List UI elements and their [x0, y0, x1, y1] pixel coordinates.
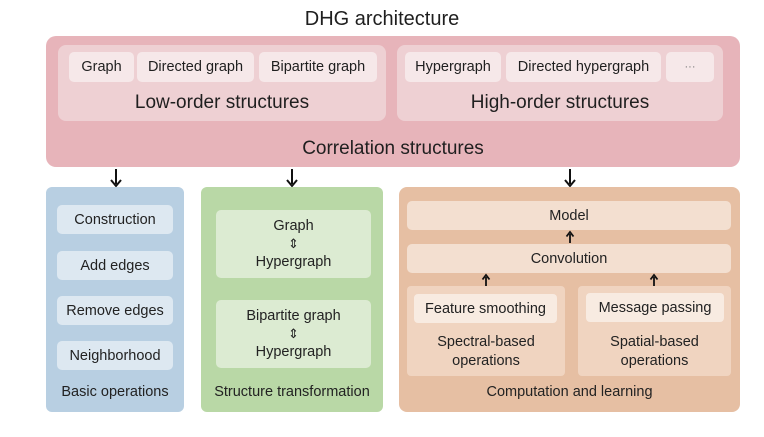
convolution-box: Convolution [407, 244, 731, 273]
diagram-title: DHG architecture [304, 8, 460, 30]
correlation-structures-label: Correlation structures [302, 138, 484, 159]
arrow-up-icon [649, 273, 659, 286]
transform-bottom: Hypergraph [255, 344, 332, 360]
label-line: Spatial-based [610, 334, 699, 350]
bidirectional-arrow-icon: ⇕ [288, 236, 299, 251]
chip-directed-hypergraph: Directed hypergraph [506, 52, 661, 82]
transform-bottom: Hypergraph [255, 254, 332, 270]
label-line: operations [452, 353, 520, 369]
arrow-up-icon [565, 230, 575, 243]
bidirectional-arrow-icon: ⇕ [288, 326, 299, 341]
label-line: Spectral-based [437, 334, 535, 350]
spectral-based-label: Spectral-based operations [407, 333, 565, 371]
feature-smoothing-chip: Feature smoothing [414, 294, 557, 323]
item-add-edges: Add edges [57, 251, 173, 280]
low-order-label: Low-order structures [134, 92, 310, 113]
transform-top: Graph [273, 218, 314, 234]
high-order-label: High-order structures [470, 92, 650, 113]
transform-top: Bipartite graph [246, 308, 341, 324]
arrow-up-icon [481, 273, 491, 286]
chip-directed-graph: Directed graph [137, 52, 254, 82]
chip-more-ellipsis: ··· [666, 52, 714, 82]
structure-transformation-label: Structure transformation [214, 384, 370, 400]
transform-graph-hypergraph: Graph ⇕ Hypergraph [216, 210, 371, 278]
transform-bipartite-hypergraph: Bipartite graph ⇕ Hypergraph [216, 300, 371, 368]
chip-graph: Graph [69, 52, 134, 82]
arrow-down-icon [564, 169, 576, 188]
item-neighborhood: Neighborhood [57, 341, 173, 370]
chip-bipartite-graph: Bipartite graph [259, 52, 377, 82]
arrow-down-icon [286, 169, 298, 188]
item-remove-edges: Remove edges [57, 296, 173, 325]
label-line: operations [620, 353, 689, 369]
basic-operations-label: Basic operations [61, 384, 169, 400]
item-construction: Construction [57, 205, 173, 234]
computation-learning-label: Computation and learning [486, 384, 653, 400]
chip-hypergraph: Hypergraph [405, 52, 501, 82]
message-passing-chip: Message passing [586, 293, 724, 322]
arrow-down-icon [110, 169, 122, 188]
spatial-based-label: Spatial-based operations [578, 333, 731, 371]
model-box: Model [407, 201, 731, 230]
